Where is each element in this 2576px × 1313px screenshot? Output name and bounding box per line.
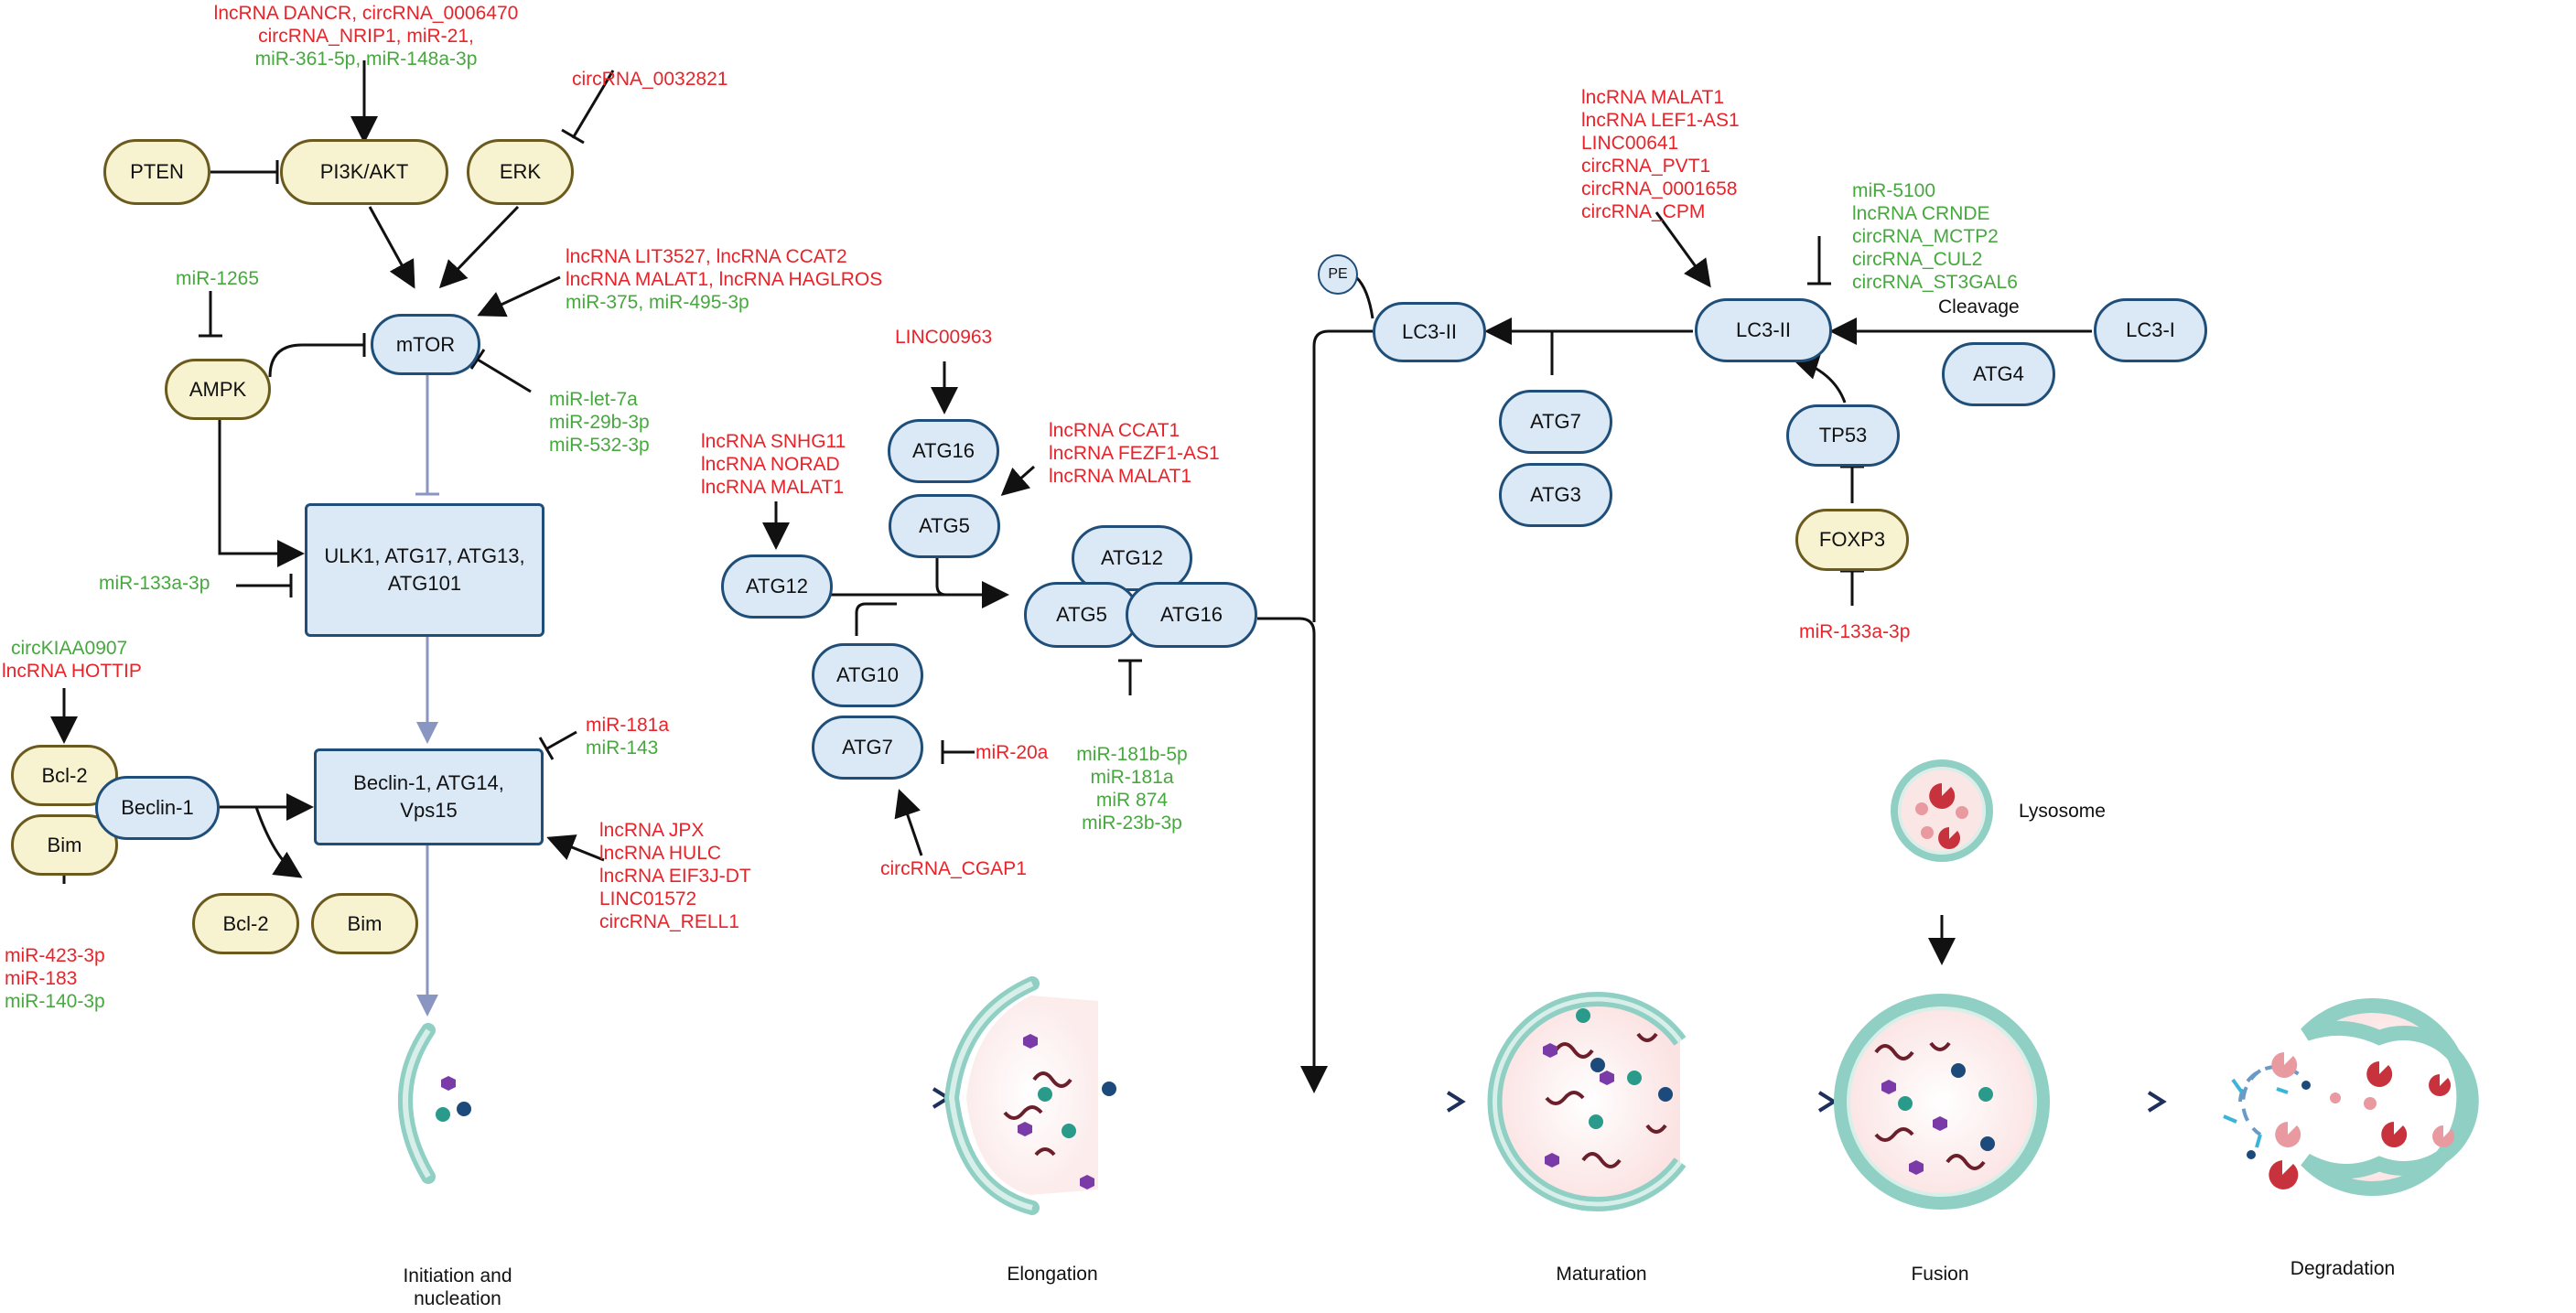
beclin-activators-red: lncRNA JPX lncRNA HULC lncRNA EIF3J-DT L…: [599, 820, 751, 932]
bcl2-regulator-red: lncRNA HOTTIP: [2, 661, 142, 682]
bcl2-released-node: Bcl-2: [192, 893, 299, 954]
mtor-inhibition-blue-connectors: [415, 375, 439, 1017]
atg5-activators-red: lncRNA CCAT1 lncRNA FEZF1-AS1 lncRNA MAL…: [1049, 420, 1220, 487]
autolysosome-degradation: [2223, 998, 2479, 1196]
stage-maturation-label: Maturation: [1556, 1264, 1647, 1285]
beclin-regulator-red: miR-181a: [586, 715, 670, 736]
atg7-regulator-red: miR-20a: [975, 742, 1049, 763]
bcl2-node: Bcl-2: [11, 745, 118, 806]
foxp3-regulator-red: miR-133a-3p: [1799, 621, 1911, 642]
atg12-activators-red: lncRNA SNHG11 lncRNA NORAD lncRNA MALAT1: [701, 431, 846, 498]
autolysosome-fusion: [1834, 994, 2050, 1210]
tp53-node: TP53: [1786, 404, 1900, 467]
pi3k-regulators-green: miR-361-5p, miR-148a-3p: [254, 48, 478, 70]
atg4-node: ATG4: [1942, 342, 2055, 406]
lysosome: [1891, 759, 1993, 862]
stage-elongation-label: Elongation: [1007, 1264, 1098, 1285]
lc3-i-node: LC3-I: [2094, 298, 2207, 362]
atg10-node: ATG10: [812, 643, 923, 707]
lc3-inhibitors-green: miR-5100 lncRNA CRNDE circRNA_MCTP2 circ…: [1852, 180, 2018, 293]
lysosome-label: Lysosome: [2019, 801, 2106, 822]
atg7-e1-node: ATG7: [812, 716, 923, 780]
beclin1-node: Beclin-1: [95, 776, 220, 840]
atg7-activator-red: circRNA_CGAP1: [880, 858, 1027, 879]
atg-complex-inhibitors-green: miR-181b-5p miR-181a miR 874 miR-23b-3p: [1076, 744, 1188, 834]
phagophore-initiation: [398, 1023, 471, 1184]
ulk-complex-node: ULK1, ATG17, ATG13, ATG101: [305, 503, 544, 637]
atg5-node: ATG5: [889, 494, 1000, 558]
bcl2-regulator-green: circKIAA0907: [11, 638, 128, 659]
mtor-activators-red: lncRNA LIT3527, lncRNA CCAT2 lncRNA MALA…: [566, 246, 883, 290]
ulk-regulator-green: miR-133a-3p: [99, 573, 210, 594]
bim-regulator-green: miR-140-3p: [5, 991, 105, 1012]
mtor-inhibitors-green: miR-let-7a miR-29b-3p miR-532-3p: [549, 389, 650, 456]
stage-fusion-label: Fusion: [1911, 1264, 1969, 1285]
atg16-node: ATG16: [888, 419, 999, 483]
pe-node: PE: [1318, 254, 1358, 295]
atg7-e1-lc3-node: ATG7: [1499, 390, 1612, 454]
lc3-activators-red: lncRNA MALAT1 lncRNA LEF1-AS1 LINC00641 …: [1581, 87, 1740, 222]
mtor-signalling-connectors: [50, 60, 615, 884]
atg5-complex-node: ATG5: [1024, 582, 1139, 648]
foxp3-node: FOXP3: [1795, 509, 1909, 571]
bim-regulators-red: miR-423-3p miR-183: [5, 945, 105, 989]
lc3-ii-node: LC3-II: [1695, 298, 1832, 362]
pten-node: PTEN: [103, 139, 210, 205]
atg16-activator-red: LINC00963: [895, 327, 993, 348]
ampk-regulator-green: miR-1265: [176, 268, 260, 289]
ampk-node: AMPK: [165, 359, 271, 420]
erk-regulator-red: circRNA_0032821: [572, 69, 728, 90]
atg12-node: ATG12: [721, 554, 833, 619]
pi3k-akt-node: PI3K/AKT: [280, 139, 448, 205]
lc3-processing-connectors: [1324, 211, 2092, 965]
phagophore-elongation: [943, 976, 1116, 1215]
pi3k-regulators-red: lncRNA DANCR, circRNA_0006470 circRNA_NR…: [213, 3, 519, 47]
mtor-activators-green: miR-375, miR-495-3p: [566, 292, 749, 313]
beclin-complex-node: Beclin-1, ATG14, Vps15: [314, 748, 544, 845]
mtor-node: mTOR: [371, 314, 480, 375]
atg3-node: ATG3: [1499, 463, 1612, 527]
cleavage-label: Cleavage: [1938, 296, 2020, 317]
erk-node: ERK: [467, 139, 574, 205]
autophagosome-maturation: [1487, 992, 1687, 1211]
atg12-complex-node: ATG12: [1072, 525, 1192, 591]
lc3-ii-lipidated-node: LC3-II: [1373, 302, 1486, 362]
bim-released-node: Bim: [311, 893, 418, 954]
stage-flow-arrows: [485, 1087, 2167, 1113]
stage-initiation-label: Initiation and nucleation: [403, 1265, 512, 1309]
beclin-regulator-green: miR-143: [586, 737, 659, 759]
stage-degradation-label: Degradation: [2290, 1258, 2396, 1279]
atg16-complex-node: ATG16: [1126, 582, 1257, 648]
